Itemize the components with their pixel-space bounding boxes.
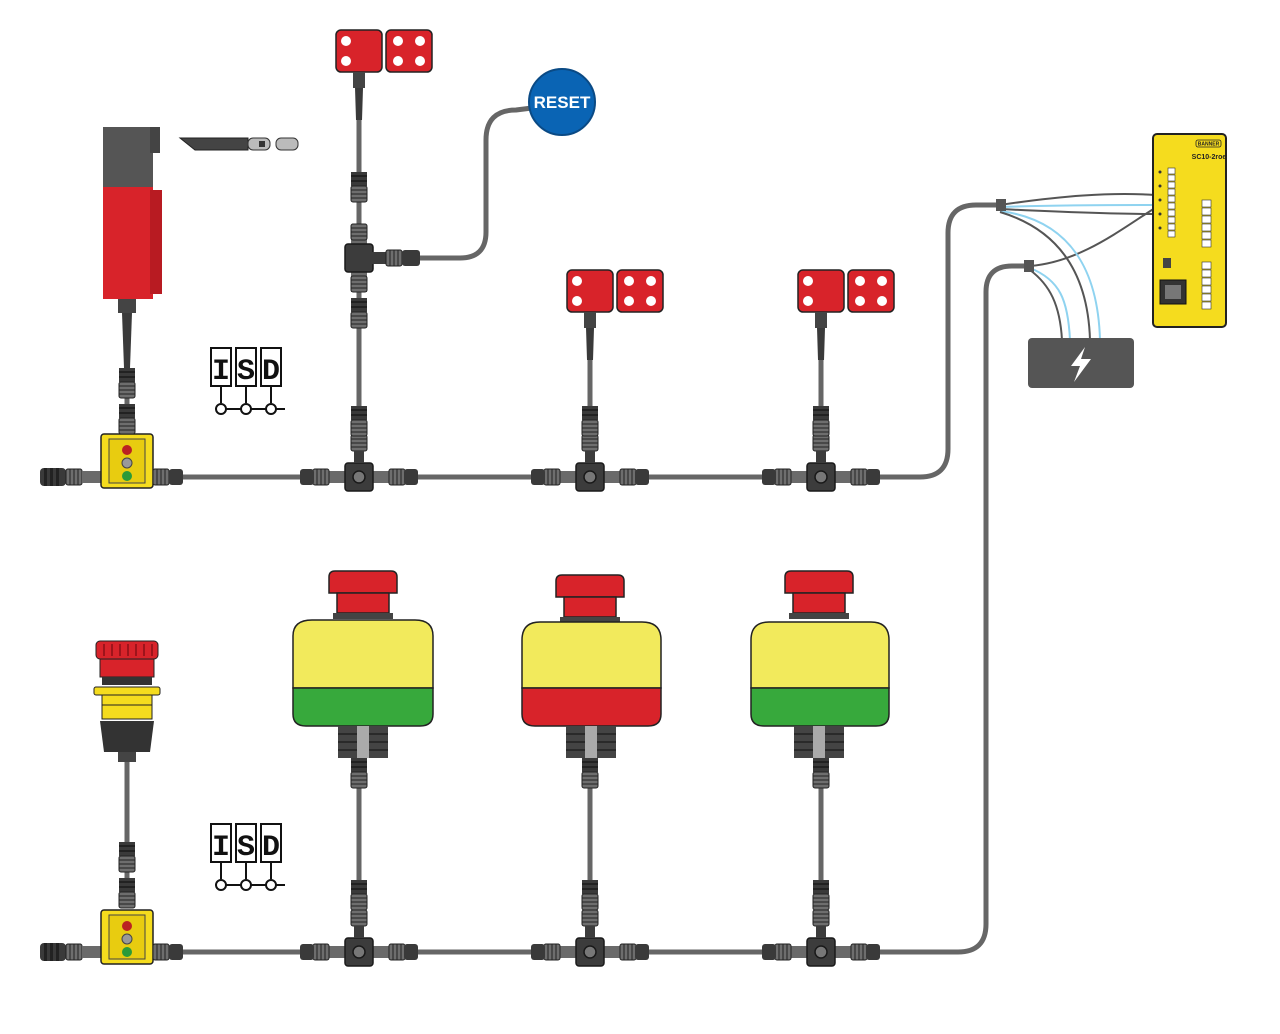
- interlock-actuator-key: [178, 137, 299, 151]
- rfid-safety-sensor-1: [335, 29, 433, 202]
- reset-button-label: RESET: [534, 93, 591, 112]
- isd-badge-1: I S D: [210, 347, 285, 415]
- top-inline-plugs: [300, 469, 880, 485]
- bottom-bus-cable: [147, 263, 1033, 955]
- safety-interlock-switch: [103, 127, 162, 398]
- estop-station-1[interactable]: [292, 570, 434, 758]
- estop-button[interactable]: [93, 640, 161, 762]
- lightning-bolt-icon: [1071, 347, 1091, 382]
- top-bus-start-plug: [40, 468, 102, 486]
- isd-badge-2: I S D: [210, 823, 285, 891]
- safety-controller: BANNER SC10-2roe: [1152, 133, 1227, 328]
- power-supply: [1028, 338, 1134, 388]
- top-tee-2: [544, 406, 636, 491]
- isd-badge-2-letter-i: I: [212, 831, 230, 865]
- bottom-inline-plugs: [300, 944, 880, 960]
- top-tee-1: [313, 406, 405, 491]
- bottom-bus-end-sleeve: [1024, 260, 1034, 272]
- isd-badge-2-letter-s: S: [237, 831, 255, 865]
- reset-button[interactable]: RESET: [528, 68, 596, 136]
- top-tee-3: [775, 406, 867, 491]
- bottom-bus-start-plug: [40, 943, 102, 961]
- controller-model: SC10-2roe: [1192, 154, 1227, 161]
- top-bus-cable: [147, 202, 1003, 480]
- top-junction-box: [100, 404, 183, 489]
- isd-badge-1-letter-i: I: [212, 355, 230, 389]
- reset-cable: [369, 105, 535, 261]
- controller-wires: [999, 193, 1156, 341]
- isd-badge-1-letter-s: S: [237, 355, 255, 389]
- top-bus-end-sleeve: [996, 199, 1006, 211]
- rfid-safety-sensor-2: [566, 269, 664, 361]
- isd-badge-1-letter-d: D: [262, 355, 280, 389]
- isd-badge-2-letter-d: D: [262, 831, 280, 865]
- rfid-safety-sensor-3: [797, 269, 895, 361]
- controller-brand: BANNER: [1198, 142, 1220, 148]
- estop-station-2[interactable]: [521, 574, 662, 758]
- bottom-junction-box: [100, 878, 183, 965]
- estop-station-3[interactable]: [750, 570, 890, 758]
- reset-splitter-tee: [344, 223, 420, 293]
